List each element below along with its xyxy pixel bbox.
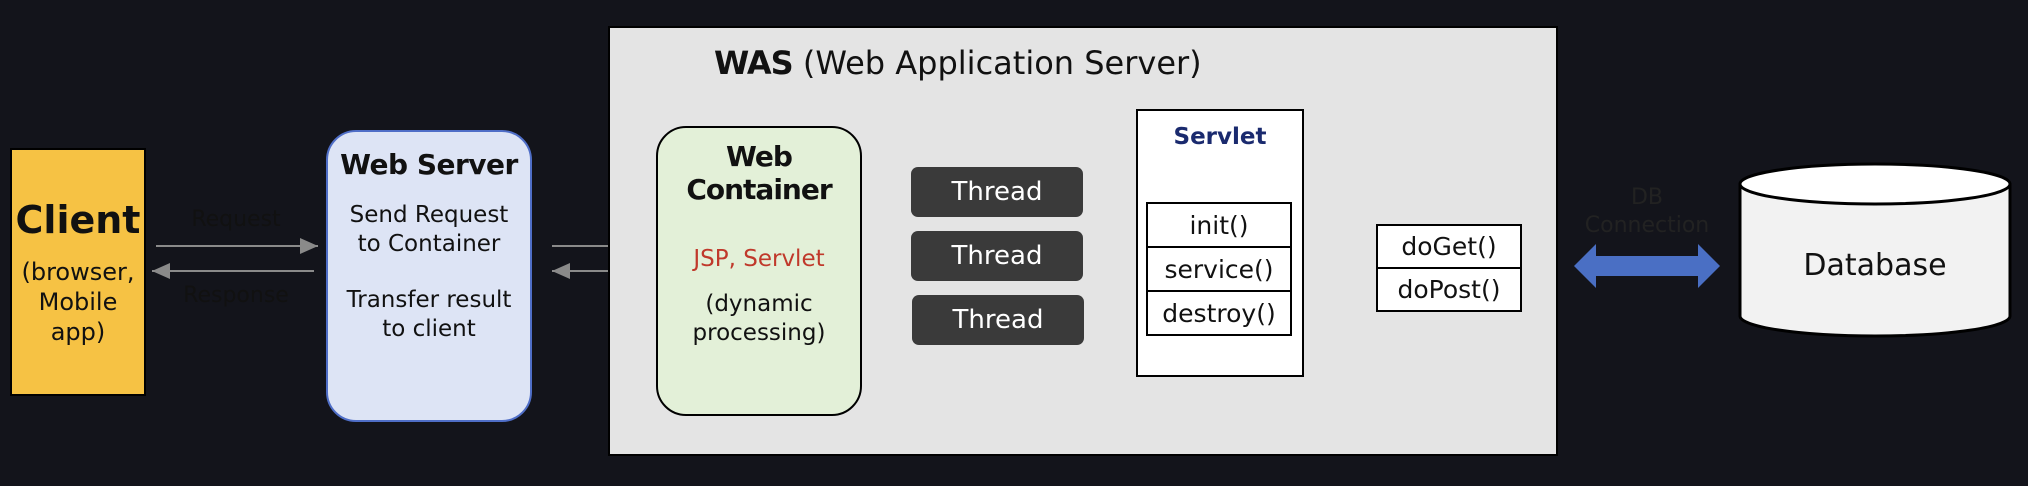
- servlet-method-list: init() service() destroy(): [1146, 202, 1292, 336]
- client-box: Client (browser, Mobile app): [10, 148, 146, 396]
- web-server-line4: to client: [382, 316, 476, 342]
- handler-list: doGet() doPost(): [1376, 224, 1522, 312]
- web-server-title: Web Server: [340, 148, 518, 181]
- client-subtitle-line1: (browser,: [21, 258, 135, 286]
- response-label: Response: [183, 283, 289, 308]
- db-connection-line2: Connection: [1584, 213, 1710, 238]
- was-title: WAS (Web Application Server): [714, 44, 1202, 82]
- web-server-line3: Transfer result: [346, 287, 512, 313]
- db-connection-label: DB Connection: [1577, 184, 1717, 240]
- web-server-line1: Send Request: [349, 202, 509, 228]
- web-container-line2: processing): [692, 320, 826, 346]
- servlet-title: Servlet: [1173, 124, 1267, 150]
- client-subtitle-line2: Mobile app): [38, 288, 118, 346]
- web-container-tech: JSP, Servlet: [693, 246, 825, 272]
- web-server-box: Web Server Send Request to Container Tra…: [326, 130, 532, 422]
- request-label: Request: [191, 207, 281, 232]
- thread-box: Thread: [912, 295, 1084, 345]
- db-connection-line1: DB: [1630, 185, 1664, 210]
- web-server-line2: to Container: [357, 231, 501, 257]
- web-container-title: Web Container: [686, 140, 832, 206]
- database-cylinder: [1738, 162, 2012, 338]
- web-container-box: Web Container JSP, Servlet (dynamic proc…: [656, 126, 862, 416]
- method-init: init(): [1189, 210, 1249, 240]
- thread-box: Thread: [911, 167, 1083, 217]
- client-title: Client: [15, 198, 141, 242]
- thread-box: Thread: [911, 231, 1083, 281]
- method-destroy: destroy(): [1148, 290, 1290, 334]
- was-title-rest: (Web Application Server): [792, 44, 1202, 82]
- method-service: service(): [1148, 246, 1290, 290]
- db-connection-arrow: [1574, 244, 1720, 288]
- was-title-bold: WAS: [714, 44, 794, 82]
- handler-dopost: doPost(): [1378, 267, 1520, 310]
- web-container-line1: (dynamic: [705, 291, 813, 317]
- handler-doget: doGet(): [1401, 232, 1497, 261]
- database-label: Database: [1803, 248, 1947, 283]
